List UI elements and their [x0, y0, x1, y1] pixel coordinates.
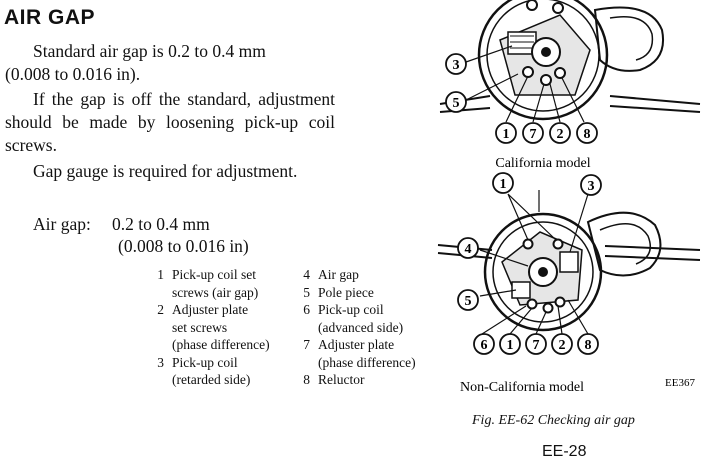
- legend-text: (advanced side): [318, 319, 404, 335]
- air-gap-value-mm: 0.2 to 0.4 mm: [112, 214, 210, 234]
- callout-label: 1: [507, 338, 514, 353]
- figure-code: EE367: [665, 377, 695, 389]
- callout-label: 2: [557, 127, 564, 142]
- legend-number: 5: [303, 284, 310, 300]
- callout-label: 1: [503, 127, 510, 142]
- legend-text: Reluctor: [318, 372, 365, 387]
- paragraph-adjustment: If the gap is off the standard, adjustme…: [5, 89, 335, 155]
- paragraph-line: Standard air gap is 0.2 to 0.4 mm: [33, 41, 266, 61]
- legend-text: Pick-up coil set: [172, 267, 256, 282]
- paragraph-gap-gauge: Gap gauge is required for adjustment.: [33, 161, 298, 181]
- non-california-caption: Non-California model: [460, 380, 584, 395]
- legend-text: Pick-up coil: [318, 302, 384, 317]
- legend-number: 2: [157, 302, 164, 317]
- air-gap-value-in: (0.008 to 0.016 in): [118, 236, 249, 256]
- legend-number: 7: [303, 337, 310, 352]
- figure-caption: Fig. EE-62 Checking air gap: [472, 413, 635, 428]
- parts-legend: 1 Pick-up coil set screws (air gap) 2 Ad…: [0, 266, 709, 406]
- legend-text: Adjuster plate: [318, 337, 395, 352]
- section-heading: AIR GAP: [4, 6, 96, 29]
- legend-text: Adjuster plate: [172, 302, 249, 317]
- non-california-callouts: 1 3 4 5 6 1 7 2 8: [457, 172, 602, 355]
- distributor-figure: 3 5 1 7 2 8 California model: [437, 0, 701, 395]
- air-gap-label: Air gap:: [33, 214, 91, 234]
- legend-text: Pick-up coil: [172, 354, 238, 370]
- callout-label: 3: [453, 58, 460, 73]
- legend-text: set screws: [172, 319, 228, 335]
- callout-label: 2: [559, 338, 566, 353]
- legend-number: 1: [157, 267, 164, 282]
- california-distributor-drawing: [439, 0, 701, 123]
- legend-number: 4: [303, 267, 310, 282]
- paragraph-line: (0.008 to 0.016 in).: [5, 64, 141, 84]
- paragraph-standard-gap: Standard air gap is 0.2 to 0.4 mm (0.008…: [5, 40, 335, 86]
- california-caption: California model: [495, 156, 590, 171]
- callout-label: 8: [584, 127, 591, 142]
- legend-number: 6: [303, 302, 310, 317]
- legend-text: Air gap: [318, 267, 359, 282]
- legend-number: 3: [157, 354, 164, 370]
- legend-text: Pole piece: [318, 284, 374, 300]
- non-california-distributor-drawing: [437, 190, 701, 335]
- california-callouts: 3 5 1 7 2 8: [445, 53, 598, 144]
- legend-number: 8: [303, 372, 310, 387]
- callout-label: 5: [453, 96, 460, 111]
- callout-label: 3: [588, 179, 595, 194]
- callout-label: 7: [533, 338, 540, 353]
- legend-text: (phase difference): [318, 354, 416, 370]
- callout-label: 7: [530, 127, 537, 142]
- legend-text: (phase difference): [172, 337, 270, 352]
- callout-label: 4: [465, 242, 472, 257]
- page-number: EE-28: [542, 443, 587, 460]
- callout-label: 8: [585, 338, 592, 353]
- legend-text: screws (air gap): [172, 284, 259, 300]
- legend-text: (retarded side): [172, 372, 251, 387]
- callout-label: 5: [465, 294, 472, 309]
- callout-label: 6: [481, 338, 488, 353]
- callout-label: 1: [500, 177, 507, 192]
